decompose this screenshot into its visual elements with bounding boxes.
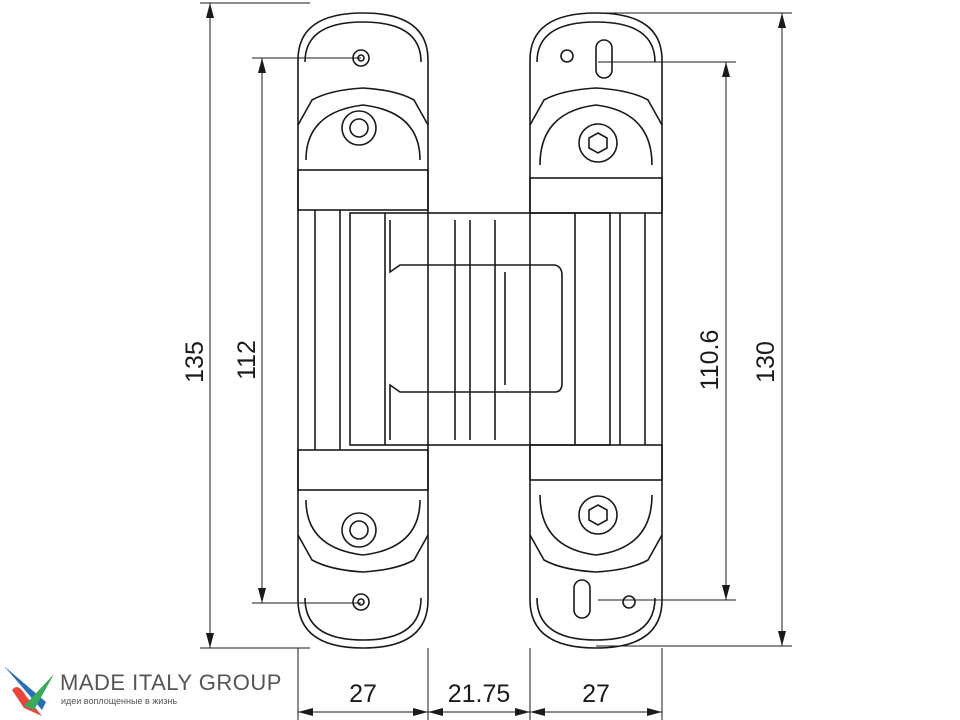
dim-135: 135 — [181, 341, 209, 383]
logo-mark-icon — [4, 666, 54, 716]
dim-110-6: 110.6 — [696, 330, 724, 391]
dim-112: 112 — [233, 340, 261, 380]
dimension-lines — [200, 2, 792, 720]
dimension-arrows — [206, 3, 786, 716]
company-logo: MADE ITALY GROUP идеи воплощенные в жизн… — [4, 662, 304, 718]
screws — [341, 39, 636, 619]
logo-name: MADE ITALY GROUP — [60, 670, 282, 695]
hinge-body — [349, 212, 611, 446]
left-leaf — [297, 12, 429, 649]
dim-center-gap: 21.75 — [448, 680, 511, 708]
logo-tagline: идеи воплощенные в жизнь — [61, 696, 178, 706]
dim-left-width: 27 — [349, 680, 377, 708]
right-leaf — [529, 12, 663, 649]
dim-right-width: 27 — [582, 680, 610, 708]
dim-130: 130 — [752, 341, 780, 383]
